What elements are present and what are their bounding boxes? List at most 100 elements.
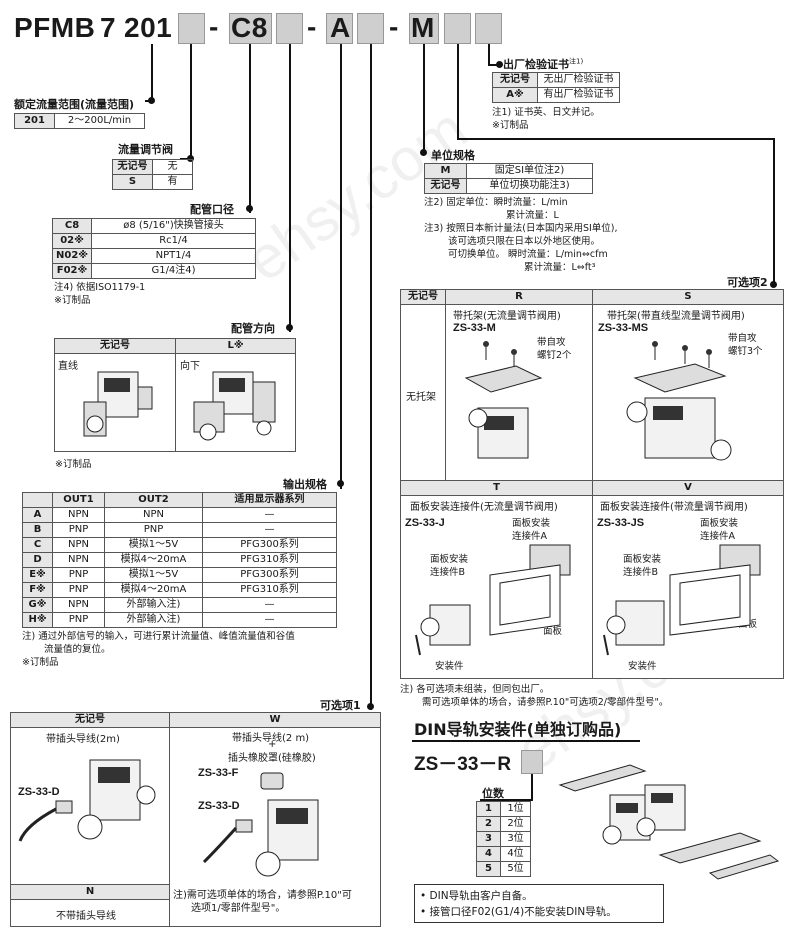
din-rail-image: [558, 764, 780, 880]
model-seg-c8: C8: [231, 12, 268, 43]
opt1-w2: 插头橡胶罩(硅橡胶): [228, 753, 316, 764]
din-title: DIN导轨安装件(单独订购品): [414, 720, 622, 739]
bullet-unit: [420, 149, 427, 156]
leader-opt2-v: [773, 138, 775, 284]
cert-notes: 注1) 证书英、日文并记。※订制品: [492, 107, 600, 131]
opt1-model-d-left: ZS-33-D: [18, 786, 60, 798]
opt2-s-desc: 带托架(带直线型流量调节阀用): [607, 311, 745, 322]
leader-opt2: [457, 44, 459, 140]
opt1-col2: W: [170, 713, 380, 728]
opt1-n-desc: 不带插头导线: [56, 911, 116, 922]
cable-sensor-right-image: [202, 799, 319, 877]
cover-image: [260, 772, 284, 790]
model-seg-m: M: [411, 12, 435, 43]
bullet-opt1: [367, 703, 374, 710]
leader-unit: [423, 44, 425, 152]
opt2-screw3: 带自攻螺钉3个: [728, 333, 763, 357]
opt1-col1: 无记号: [11, 713, 169, 728]
opt2-notes: 注) 各可选项未组装，但同包出厂。需可选项单体的场合，请参照P.10"可选项2/…: [400, 684, 669, 708]
din-leader-h: [480, 799, 533, 801]
opt2-v-model: ZS-33-JS: [597, 517, 645, 529]
unit-title: 单位规格: [431, 149, 475, 162]
opt1-model-f: ZS-33-F: [198, 767, 239, 779]
opt2-colT: T: [401, 481, 592, 496]
model-prefix: PFMB: [14, 12, 96, 43]
opt2-t-panel: 面板: [543, 626, 563, 637]
opt1-model-d-right: ZS-33-D: [198, 800, 240, 812]
leader-range: [151, 44, 153, 102]
bracket-r-image: [464, 341, 543, 459]
opt2-colV: V: [593, 481, 783, 496]
direction-col2: L※: [176, 339, 295, 354]
opt1-l1: 带插头导线(2m): [46, 734, 120, 745]
leader-cert-h: [488, 64, 498, 66]
opt2-colR: R: [446, 290, 592, 305]
model-seg-a: A: [330, 12, 351, 43]
bullet-valve: [187, 155, 194, 162]
dash-1: -: [209, 11, 219, 42]
opt1-w1: 带插头导线(2 m): [232, 733, 310, 744]
divider: [592, 290, 593, 678]
code-slot-opt2: [444, 13, 471, 44]
bullet-output: [337, 480, 344, 487]
bullet-opt2: [770, 281, 777, 288]
bullet-port: [246, 205, 253, 212]
leader-opt2-h: [457, 138, 775, 140]
din-pos-title: 位数: [482, 787, 504, 800]
din-rule: [412, 740, 640, 742]
divider: [175, 339, 176, 451]
din-leader: [531, 774, 533, 801]
leader-output: [340, 44, 342, 489]
code-slot-port: [229, 13, 272, 44]
leader-cert: [488, 44, 490, 66]
opt2-t-model: ZS-33-J: [405, 517, 445, 529]
opt2-v-fitting: 安装件: [628, 661, 657, 672]
opt2-t-bracketA: 面板安装连接件A: [512, 518, 551, 542]
direction-label1: 直线: [58, 361, 78, 372]
direction-title: 配管方向: [231, 322, 275, 335]
opt2-t-desc: 面板安装连接件(无流量调节阀用): [410, 502, 558, 513]
opt2-title: 可选项2: [727, 276, 768, 289]
dash-2: -: [307, 11, 317, 42]
cable-sensor-left-image: [18, 759, 156, 842]
opt2-screw2: 带自攻螺钉2个: [537, 337, 572, 361]
code-slot-cert: [475, 13, 502, 44]
opt1-plus: +: [268, 739, 277, 750]
code-slot-opt1: [357, 13, 384, 44]
port-notes: 注4) 依据ISO1179-1※订制品: [54, 282, 146, 306]
leader-port: [249, 44, 251, 213]
panel-mount-t-image: [415, 544, 571, 656]
code-slot-valve: [178, 13, 205, 44]
direction-note: ※订制品: [55, 459, 92, 470]
opt2-r-desc: 带托架(无流量调节阀用): [453, 311, 561, 322]
range-title: 额定流量范围(流量范围): [14, 98, 135, 111]
bullet-cert: [496, 61, 503, 68]
leader-opt1: [370, 44, 372, 710]
din-code: ZS－33－R: [414, 754, 512, 775]
valve-title: 流量调节阀: [118, 143, 173, 156]
panel-mount-v-image: [603, 544, 761, 656]
cert-title: 出厂检验证书注1): [503, 57, 584, 71]
din-code-slot: [521, 750, 543, 774]
cert-table: 无记号无出厂检验证书 A※有出厂检验证书: [492, 72, 620, 103]
opt2-v-bracketB: 面板安装连接件B: [623, 554, 662, 578]
dash-3: -: [389, 11, 399, 42]
unit-notes: 注2) 固定单位：瞬时流量：L/min 累计流量：L 注3) 按照日本新计量法(…: [424, 197, 618, 273]
divider: [401, 480, 783, 481]
opt2-colS: S: [593, 290, 783, 305]
opt2-v-desc: 面板安装连接件(带流量调节阀用): [600, 502, 748, 513]
leader-direction: [289, 44, 291, 332]
bullet-direction: [286, 324, 293, 331]
code-slot-unit: [409, 13, 439, 44]
opt1-colN: N: [11, 885, 169, 900]
direction-label2: 向下: [180, 361, 200, 372]
opt2-col0: 无记号: [401, 290, 445, 305]
din-bullets: • DIN导轨由客户自备。• 接管口径F02(G1/4)不能安装DIN导轨。: [420, 890, 617, 918]
code-slot-direction: [276, 13, 303, 44]
bracket-s-image: [626, 341, 732, 461]
model-seg-201: 201: [124, 12, 173, 43]
